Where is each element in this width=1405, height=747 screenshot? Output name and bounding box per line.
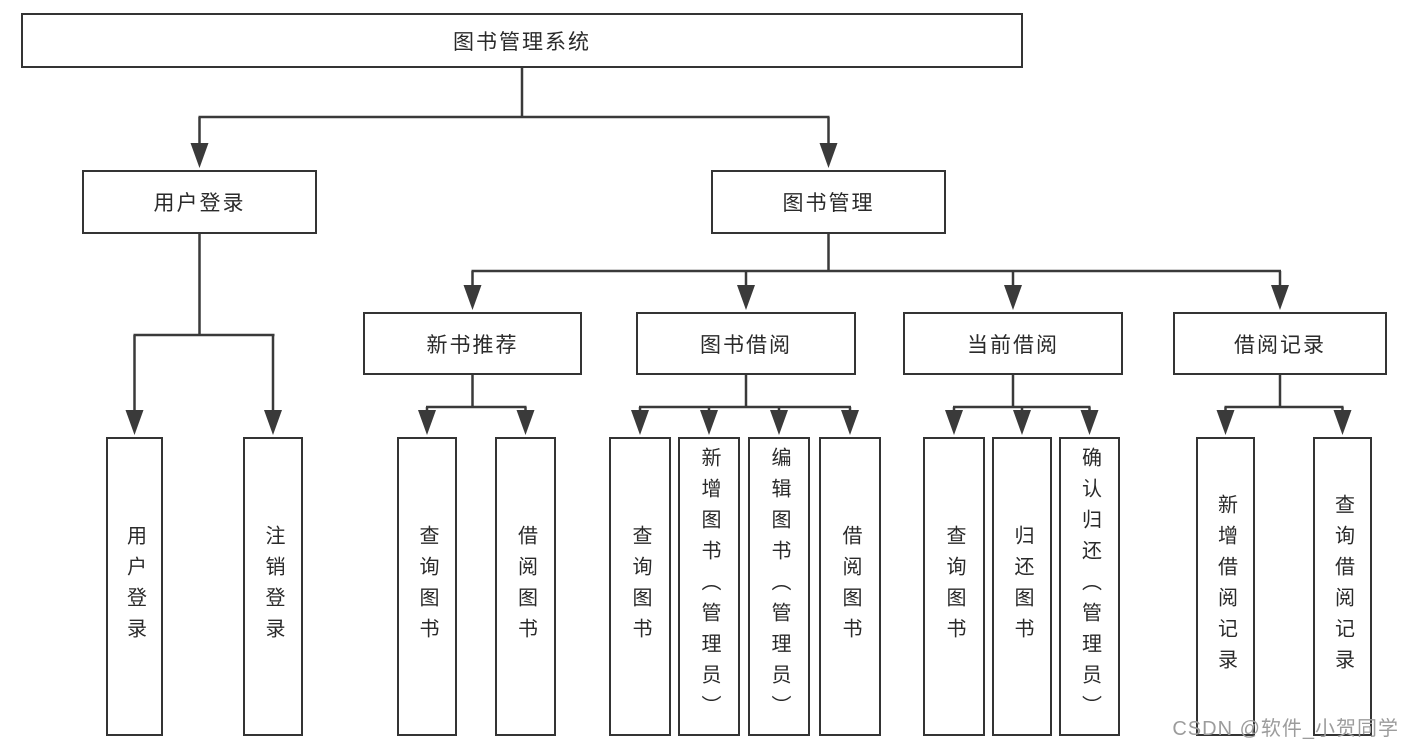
node-label: 查询图书 bbox=[629, 524, 651, 649]
node-label: 查询图书 bbox=[416, 524, 438, 649]
node-label: 图书管理 bbox=[782, 192, 875, 215]
node-label: 注销登录 bbox=[262, 524, 284, 649]
connector-group-current-borrowing bbox=[945, 375, 1099, 435]
connector-path bbox=[198, 68, 830, 146]
node-label: 确认归还（管理员） bbox=[1078, 447, 1101, 726]
node-label: 新书推荐 bbox=[426, 333, 519, 357]
connector-path bbox=[638, 375, 852, 414]
arrowhead bbox=[945, 410, 963, 435]
node-borrowing-records: 借阅记录 bbox=[1173, 312, 1387, 375]
connector-group-user-login bbox=[125, 234, 282, 435]
connector-group-book-borrowing bbox=[631, 375, 859, 435]
leaf-user-login: 用户登录 bbox=[106, 437, 163, 736]
leaf-edit-book-admin: 编辑图书（管理员） bbox=[748, 437, 810, 736]
connector-path bbox=[425, 375, 527, 414]
arrowhead bbox=[1333, 410, 1352, 435]
csdn-watermark: CSDN @软件_小贺同学 bbox=[1172, 718, 1399, 740]
node-label: 借阅记录 bbox=[1234, 333, 1326, 357]
arrowhead bbox=[819, 143, 838, 168]
node-new-book-recommendation: 新书推荐 bbox=[363, 312, 582, 375]
connector-path bbox=[952, 375, 1091, 414]
connector-path bbox=[1224, 375, 1344, 414]
connector-group-new-book-recommendation bbox=[418, 375, 535, 435]
arrowhead bbox=[1013, 410, 1031, 435]
node-label: 当前借阅 bbox=[967, 333, 1059, 357]
arrowhead bbox=[631, 410, 649, 435]
node-user-login: 用户登录 bbox=[82, 170, 317, 234]
node-label: 借阅图书 bbox=[514, 524, 537, 649]
arrowhead bbox=[125, 410, 144, 435]
arrowhead bbox=[841, 410, 859, 435]
leaf-borrow-books-recommend: 借阅图书 bbox=[495, 437, 556, 736]
arrowhead bbox=[700, 410, 718, 435]
node-label: 编辑图书（管理员） bbox=[768, 447, 790, 726]
node-label: 归还图书 bbox=[1011, 524, 1033, 649]
node-label: 图书借阅 bbox=[700, 333, 792, 357]
arrowhead bbox=[770, 410, 788, 435]
node-label: 借阅图书 bbox=[839, 524, 861, 649]
node-label: 用户登录 bbox=[153, 192, 246, 215]
leaf-query-borrow-record: 查询借阅记录 bbox=[1313, 437, 1372, 736]
leaf-confirm-return-admin: 确认归还（管理员） bbox=[1059, 437, 1120, 736]
arrowhead bbox=[737, 285, 755, 310]
node-label: 用户登录 bbox=[123, 524, 146, 649]
node-label: 新增图书（管理员） bbox=[698, 447, 720, 726]
node-book-borrowing: 图书借阅 bbox=[636, 312, 856, 375]
connector-group-root bbox=[190, 68, 838, 168]
node-label: 查询借阅记录 bbox=[1331, 493, 1354, 680]
node-root: 图书管理系统 bbox=[21, 13, 1023, 68]
arrowhead bbox=[1080, 410, 1099, 435]
leaf-query-books-borrowing: 查询图书 bbox=[609, 437, 671, 736]
node-label: 查询图书 bbox=[943, 524, 965, 649]
arrowhead bbox=[190, 143, 209, 168]
node-label: 新增借阅记录 bbox=[1214, 493, 1237, 680]
node-label: 图书管理系统 bbox=[453, 30, 591, 54]
arrowhead bbox=[516, 410, 535, 435]
connector-group-book-management bbox=[463, 234, 1289, 310]
leaf-add-book-admin: 新增图书（管理员） bbox=[678, 437, 740, 736]
node-book-management: 图书管理 bbox=[711, 170, 946, 234]
arrowhead bbox=[1004, 285, 1022, 310]
arrowhead bbox=[463, 285, 482, 310]
node-current-borrowing: 当前借阅 bbox=[903, 312, 1123, 375]
leaf-query-books-current: 查询图书 bbox=[923, 437, 985, 736]
leaf-query-books-recommend: 查询图书 bbox=[397, 437, 457, 736]
connector-group-borrowing-records bbox=[1216, 375, 1352, 435]
leaf-return-books: 归还图书 bbox=[992, 437, 1052, 736]
arrowhead bbox=[418, 410, 436, 435]
leaf-borrow-books: 借阅图书 bbox=[819, 437, 881, 736]
arrowhead bbox=[1216, 410, 1235, 435]
leaf-add-borrow-record: 新增借阅记录 bbox=[1196, 437, 1255, 736]
connector-path bbox=[133, 234, 275, 412]
connector-path bbox=[471, 234, 1282, 288]
arrowhead bbox=[264, 410, 282, 435]
arrowhead bbox=[1271, 285, 1289, 310]
leaf-logout: 注销登录 bbox=[243, 437, 303, 736]
